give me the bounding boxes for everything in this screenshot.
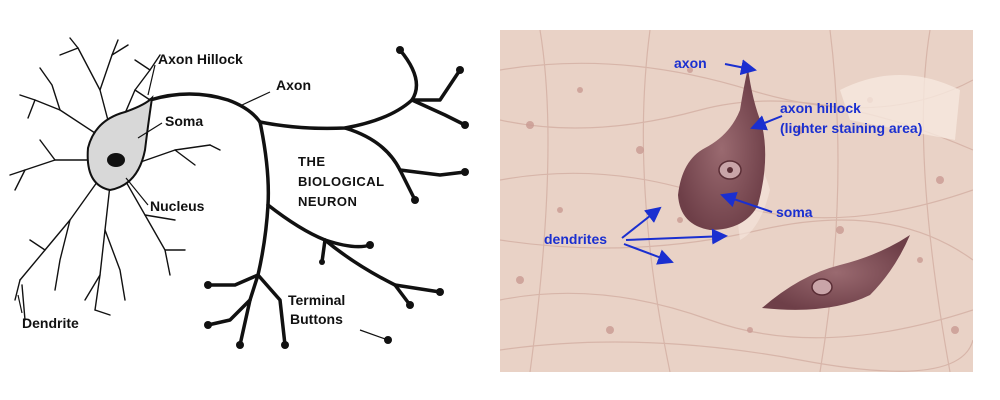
pointer-lines bbox=[17, 64, 389, 341]
label-terminal-line2: Buttons bbox=[290, 311, 343, 327]
second-cell bbox=[762, 235, 910, 310]
soma-body bbox=[86, 95, 154, 192]
label-micro-dendrites: dendrites bbox=[544, 231, 607, 247]
neuron-schematic-panel: Axon Hillock Axon Soma Nucleus Dendrite … bbox=[9, 37, 469, 349]
nucleus-shape bbox=[107, 153, 125, 167]
label-micro-axon-hillock-line2: (lighter staining area) bbox=[780, 120, 922, 136]
neuron-schematic: Axon Hillock Axon Soma Nucleus Dendrite … bbox=[9, 37, 469, 349]
label-soma: Soma bbox=[165, 113, 203, 129]
soma-cell bbox=[678, 68, 766, 230]
label-micro-axon-hillock-line1: axon hillock bbox=[780, 100, 861, 116]
label-terminal-line1: Terminal bbox=[288, 292, 345, 308]
label-axon-hillock: Axon Hillock bbox=[158, 51, 243, 67]
micrograph-image: axon axon hillock (lighter staining area… bbox=[500, 30, 973, 372]
diagram-title-line3: NEURON bbox=[298, 194, 357, 209]
label-micro-soma: soma bbox=[776, 204, 813, 220]
axon-path bbox=[148, 48, 467, 347]
small-cell-nuclei bbox=[516, 67, 959, 334]
diagram-title-line1: THE bbox=[298, 154, 326, 169]
diagram-title-line2: BIOLOGICAL bbox=[298, 174, 385, 189]
micrograph-panel: axon axon hillock (lighter staining area… bbox=[500, 30, 973, 372]
micrograph-arrows bbox=[621, 59, 783, 265]
label-micro-axon: axon bbox=[674, 55, 707, 71]
label-nucleus: Nucleus bbox=[150, 198, 205, 214]
dendrite-branches bbox=[9, 37, 221, 321]
label-dendrite: Dendrite bbox=[22, 315, 79, 331]
label-axon: Axon bbox=[276, 77, 311, 93]
